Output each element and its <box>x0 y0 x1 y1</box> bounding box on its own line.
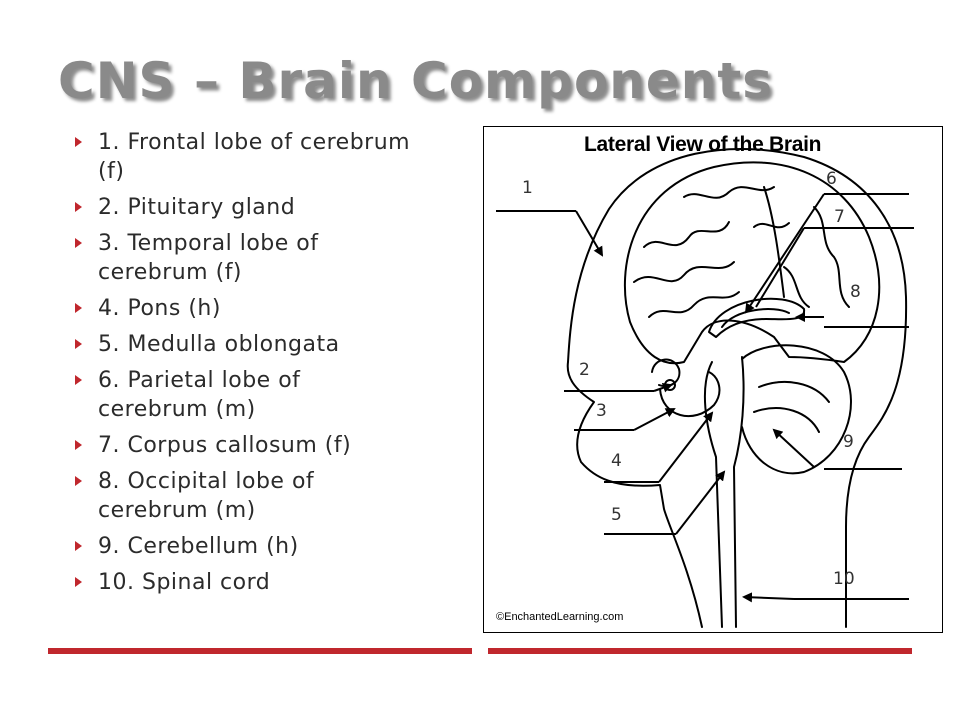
label-6: 6 <box>826 169 837 189</box>
page-title: CNS – Brain Components <box>58 52 774 110</box>
bullet-arrow-icon <box>75 440 82 450</box>
list-item: 1. Frontal lobe of cerebrum (f) <box>72 128 417 186</box>
list-item-text: 2. Pituitary gland <box>98 195 296 220</box>
label-3: 3 <box>596 401 607 421</box>
cerebellum <box>741 344 852 475</box>
label-5: 5 <box>611 505 622 525</box>
list-item: 4. Pons (h) <box>72 294 417 323</box>
cerebrum-outline <box>623 161 881 365</box>
list-item: 9. Cerebellum (h) <box>72 532 417 561</box>
head-outline <box>566 147 908 628</box>
label-4: 4 <box>611 451 622 471</box>
label-9: 9 <box>843 432 854 452</box>
list-item: 5. Medulla oblongata <box>72 330 417 359</box>
list-item-text: 7. Corpus callosum (f) <box>98 433 352 458</box>
bullet-arrow-icon <box>75 577 82 587</box>
brain-diagram: Lateral View of the Brain 1 2 3 4 5 6 7 … <box>483 126 943 633</box>
list-item: 3. Temporal lobe of cerebrum (f) <box>72 229 417 287</box>
list-item-text: 10. Spinal cord <box>98 570 271 595</box>
label-2: 2 <box>579 360 590 380</box>
list-item-text: 8. Occipital lobe of cerebrum (m) <box>98 469 315 523</box>
footer-rule-right <box>488 648 912 654</box>
bullet-arrow-icon <box>75 238 82 248</box>
list-item-text: 1. Frontal lobe of cerebrum (f) <box>98 130 411 184</box>
copyright-text: ©EnchantedLearning.com <box>496 611 624 623</box>
list-item: 8. Occipital lobe of cerebrum (m) <box>72 467 417 525</box>
list-item-text: 6. Parietal lobe of cerebrum (m) <box>98 368 301 422</box>
component-list: 1. Frontal lobe of cerebrum (f) 2. Pitui… <box>72 128 417 604</box>
brain-illustration <box>496 147 914 628</box>
list-item: 6. Parietal lobe of cerebrum (m) <box>72 366 417 424</box>
list-item: 7. Corpus callosum (f) <box>72 431 417 460</box>
temporal-lobe <box>659 371 721 418</box>
bullet-arrow-icon <box>75 476 82 486</box>
label-1: 1 <box>522 178 533 198</box>
footer-rule-left <box>48 648 472 654</box>
list-item-text: 4. Pons (h) <box>98 296 221 321</box>
label-7: 7 <box>834 207 845 227</box>
list-item: 2. Pituitary gland <box>72 193 417 222</box>
bullet-arrow-icon <box>75 541 82 551</box>
bullet-arrow-icon <box>75 137 82 147</box>
bullet-arrow-icon <box>75 303 82 313</box>
label-8: 8 <box>850 282 861 302</box>
bullet-arrow-icon <box>75 339 82 349</box>
list-item-text: 3. Temporal lobe of cerebrum (f) <box>98 231 319 285</box>
list-item-text: 5. Medulla oblongata <box>98 332 340 357</box>
figure-title: Lateral View of the Brain <box>584 133 822 156</box>
label-10: 10 <box>833 569 855 589</box>
list-item: 10. Spinal cord <box>72 568 417 597</box>
list-item-text: 9. Cerebellum (h) <box>98 534 299 559</box>
bullet-arrow-icon <box>75 375 82 385</box>
bullet-arrow-icon <box>75 202 82 212</box>
